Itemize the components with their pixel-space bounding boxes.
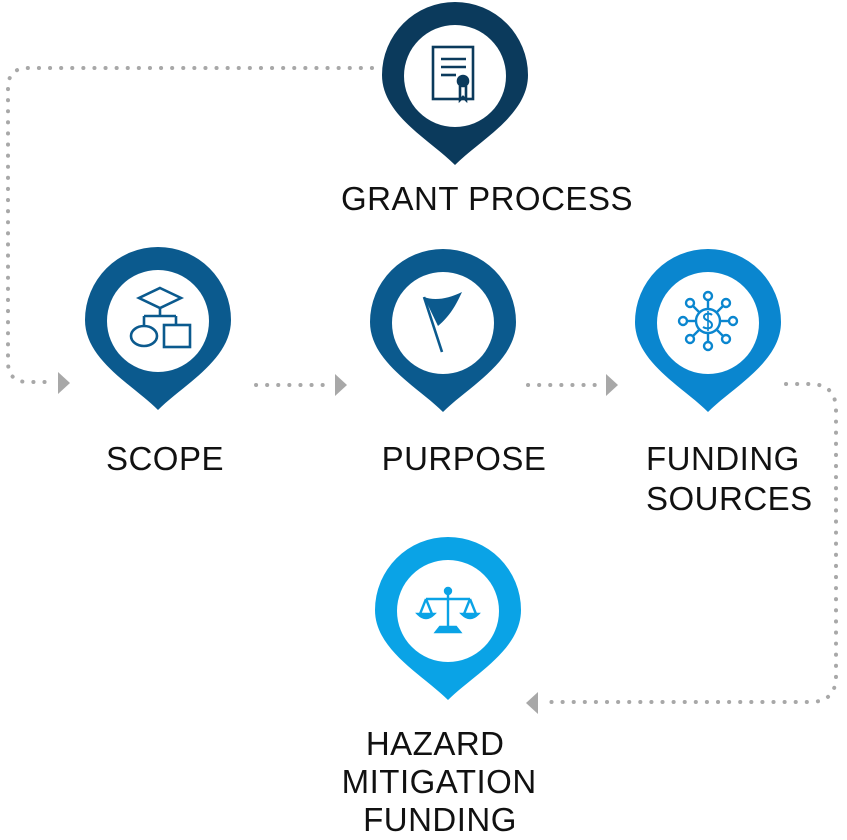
- label-line: SCOPE: [106, 440, 224, 477]
- arrow-to-funding-sources: [606, 374, 618, 396]
- label-hazard-mitigation-funding: HAZARD MITIGATION FUNDING: [342, 725, 547, 838]
- label-line: PURPOSE: [382, 440, 547, 477]
- label-line: GRANT PROCESS: [341, 180, 633, 217]
- label-line: HAZARD: [366, 725, 505, 762]
- flowchart-icon: [129, 286, 192, 349]
- dollar-network-icon: [677, 290, 739, 352]
- arrow-to-scope: [58, 372, 70, 394]
- pin-inner-circle: [107, 270, 209, 372]
- label-line: FUNDING: [646, 440, 800, 477]
- label-funding-sources: FUNDING SOURCES: [646, 440, 813, 517]
- label-line: MITIGATION: [342, 763, 537, 800]
- arrow-to-purpose: [335, 374, 347, 396]
- connector-funding-to-hazard: [543, 382, 838, 704]
- pin-inner-circle: [392, 272, 494, 374]
- connectors: [6, 66, 838, 714]
- pin-funding-sources: [635, 249, 781, 412]
- label-purpose: PURPOSE: [382, 440, 547, 477]
- label-line: SOURCES: [646, 480, 813, 517]
- pin-hazard-mitigation-funding: [375, 537, 521, 700]
- label-line: FUNDING: [363, 801, 517, 838]
- pin-purpose: [370, 249, 516, 412]
- pin-grant-process: [382, 2, 528, 165]
- flag-icon: [422, 292, 462, 353]
- scales-icon: [415, 586, 481, 634]
- arrow-to-hazard-mitigation-funding: [526, 692, 538, 714]
- certificate-icon: [431, 45, 475, 104]
- label-scope: SCOPE: [106, 440, 224, 477]
- label-grant-process: GRANT PROCESS: [341, 180, 633, 217]
- pin-scope: [85, 247, 231, 410]
